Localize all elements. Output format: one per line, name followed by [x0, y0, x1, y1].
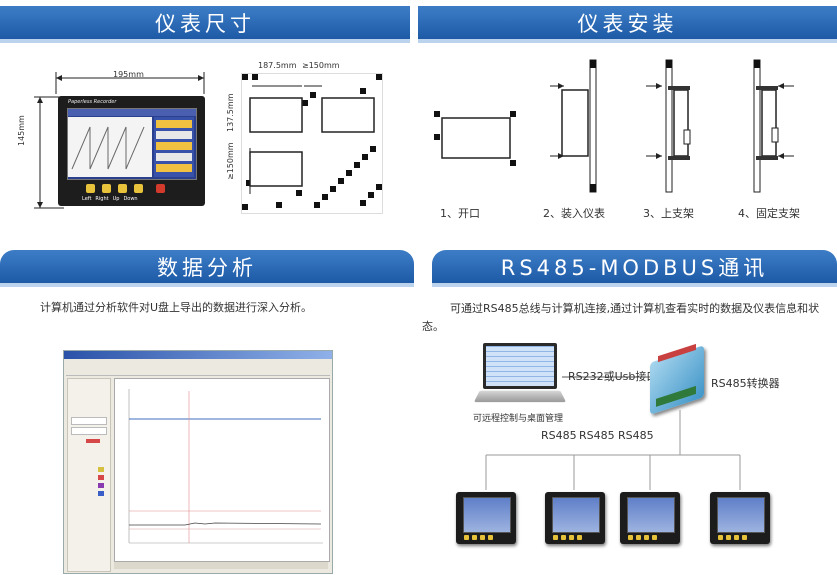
up-key-icon — [118, 184, 127, 193]
cutout-diagram — [242, 74, 382, 210]
cutout-gap-width-label: ≥150mm — [302, 61, 340, 70]
header-rs485-modbus: RS485-MODBUS通讯 — [432, 250, 837, 283]
header-instrument-install: 仪表安装 — [418, 6, 837, 39]
key-label-left: Left — [82, 196, 92, 202]
header-band — [432, 283, 837, 287]
analysis-software-screenshot — [63, 350, 333, 574]
header-data-analysis: 数据分析 — [0, 250, 414, 283]
left-key-icon — [86, 184, 95, 193]
key-label-down: Down — [123, 196, 138, 202]
cutout-height-label: 137.5mm — [226, 93, 235, 133]
software-toolbar — [66, 361, 330, 376]
laptop-screen — [483, 343, 557, 389]
key-label-right: Right — [95, 196, 109, 202]
rs485-bus-label-1: RS485 — [541, 429, 577, 442]
recorder-device-front: Paperless Recorder Left Right Up Down — [58, 96, 205, 206]
recorder-unit — [545, 492, 605, 544]
right-key-icon — [102, 184, 111, 193]
panel-cutout-drawing — [241, 73, 383, 214]
rs485-converter-label: RS485转换器 — [711, 377, 780, 390]
cutout-width-label: 187.5mm — [258, 61, 297, 70]
header-band — [0, 283, 414, 287]
front-view-dimension-drawing — [34, 72, 205, 209]
device-key-labels: Left Right Up Down — [82, 196, 138, 202]
recorder-unit — [620, 492, 680, 544]
install-step-2-label: 2、装入仪表 — [543, 207, 605, 220]
software-chart-area — [114, 378, 330, 562]
rs485-description: 可通过RS485总线与计算机连接,通过计算机查看实时的数据及仪表信息和状态。 — [422, 302, 820, 333]
recorder-unit — [710, 492, 770, 544]
device-screen — [67, 108, 197, 180]
installation-steps-diagram — [434, 59, 794, 193]
down-key-icon — [134, 184, 143, 193]
rs232-usb-link — [562, 376, 660, 378]
header-instrument-size: 仪表尺寸 — [0, 6, 410, 39]
step-cutout-figure — [434, 111, 516, 166]
rs485-bus-wiring — [485, 410, 741, 490]
step-insert-figure — [550, 59, 597, 193]
laptop-pc — [473, 343, 567, 409]
device-brand: Paperless Recorder — [68, 99, 117, 105]
front-width-label: 195mm — [113, 70, 144, 79]
software-titlebar — [64, 351, 332, 359]
analysis-description: 计算机通过分析软件对U盘上导出的数据进行深入分析。 — [40, 301, 313, 314]
install-step-3-label: 3、上支架 — [643, 207, 694, 220]
header-band — [0, 39, 410, 43]
install-step-4-label: 4、固定支架 — [738, 207, 800, 220]
laptop-keyboard — [473, 390, 567, 403]
device-button-row — [86, 184, 165, 193]
analysis-trend-plot — [128, 389, 323, 544]
recorder-unit — [456, 492, 516, 544]
device-trend-display — [68, 109, 196, 177]
rs485-bus-label-2: RS485 — [579, 429, 615, 442]
rs485-converter — [650, 343, 704, 415]
pc-remote-control-label: 可远程控制与桌面管理 — [473, 414, 564, 424]
software-left-panel — [67, 378, 111, 572]
menu-key-icon — [156, 184, 165, 193]
software-statusbar — [114, 562, 328, 569]
cutout-gap-height-label: ≥150mm — [226, 142, 235, 180]
front-height-label: 145mm — [17, 115, 26, 146]
rs485-bus-label-3: RS485 — [618, 429, 654, 442]
rs232-usb-port-label: RS232或Usb接口 — [568, 370, 658, 383]
step-fix-bracket-figure — [753, 59, 794, 193]
header-band — [418, 39, 837, 43]
install-step-1-label: 1、开口 — [440, 207, 480, 220]
step-bracket-figure — [646, 59, 691, 193]
key-label-up: Up — [112, 196, 120, 202]
